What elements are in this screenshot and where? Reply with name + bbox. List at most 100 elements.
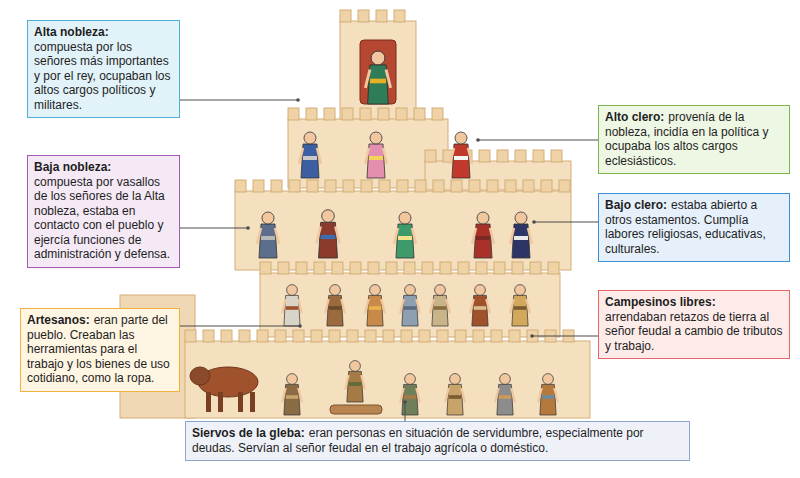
merlon: [476, 262, 487, 274]
merlon: [437, 330, 448, 342]
merlon: [433, 180, 444, 192]
person-figure: [510, 212, 532, 258]
merlon: [487, 180, 498, 192]
merlon: [455, 330, 466, 342]
ox: [190, 367, 258, 412]
leader-dot: [296, 98, 300, 102]
merlon: [361, 180, 372, 192]
merlon: [559, 180, 570, 192]
leader-line: [478, 140, 598, 141]
merlon: [368, 262, 379, 274]
merlon: [509, 330, 520, 342]
merlon: [512, 262, 523, 274]
merlon: [505, 180, 516, 192]
merlon: [404, 262, 415, 274]
callout-box: Bajo clero:estaba abierto a otros estame…: [598, 193, 790, 262]
leader-dot: [403, 400, 407, 404]
leader-dot: [530, 334, 534, 338]
person-figure: [400, 285, 420, 326]
merlon: [530, 262, 541, 274]
callout-box: Siervos de la gleba:eran personas en sit…: [185, 421, 690, 461]
leader-dot: [532, 220, 536, 224]
merlon: [479, 150, 490, 162]
merlon: [551, 150, 562, 162]
merlon: [376, 10, 387, 22]
merlon: [307, 180, 318, 192]
merlon: [221, 330, 232, 342]
merlon: [275, 330, 286, 342]
leader-dot: [476, 138, 480, 142]
merlon: [419, 330, 430, 342]
merlon: [365, 330, 376, 342]
callout-box: Campesinos libres:arrendaban retazos de …: [598, 290, 790, 359]
person-figure: [394, 212, 416, 258]
merlon: [329, 330, 340, 342]
merlon: [401, 330, 412, 342]
merlon: [293, 330, 304, 342]
merlon: [432, 108, 443, 120]
wall: [340, 21, 416, 120]
leader-line: [532, 336, 598, 337]
merlon: [541, 180, 552, 192]
merlon: [358, 10, 369, 22]
merlon: [473, 330, 484, 342]
box-heading: Alto clero:: [605, 110, 664, 124]
merlon: [415, 180, 426, 192]
person-figure: [282, 374, 302, 415]
merlon: [515, 150, 526, 162]
leader-line: [180, 228, 248, 229]
merlon: [360, 108, 371, 120]
merlon: [314, 262, 325, 274]
top-tower: [340, 10, 416, 120]
merlon: [440, 262, 451, 274]
merlon: [394, 10, 405, 22]
callout-box: Alta nobleza:compuesta por los señores m…: [27, 20, 180, 118]
person-figure: [400, 374, 420, 415]
person-figure: [365, 285, 385, 326]
leader-line: [405, 402, 406, 421]
box-body: arrendaban retazos de tierra al señor fe…: [605, 310, 782, 353]
merlon: [383, 330, 394, 342]
person-figure: [299, 132, 321, 178]
merlon: [271, 180, 282, 192]
merlon: [386, 262, 397, 274]
box-heading: Siervos de la gleba:: [192, 426, 305, 440]
merlon: [239, 330, 250, 342]
merlon: [422, 262, 433, 274]
merlon: [289, 180, 300, 192]
merlon: [311, 330, 322, 342]
merlon: [523, 180, 534, 192]
box-body: compuesta por vasallos de los señores de…: [34, 175, 170, 262]
leader-dot: [246, 226, 250, 230]
person-figure: [510, 285, 530, 326]
person-figure: [325, 285, 345, 326]
person-figure: [538, 374, 558, 415]
box-body: compuesta por los señores más importante…: [34, 40, 171, 112]
merlon: [260, 262, 271, 274]
person-figure: [495, 374, 515, 415]
person-figure: [365, 51, 390, 104]
merlon: [378, 108, 389, 120]
merlon: [350, 262, 361, 274]
box-heading: Campesinos libres:: [605, 295, 783, 310]
merlon: [257, 330, 268, 342]
callout-box: Baja nobleza:compuesta por vasallos de l…: [27, 155, 180, 268]
merlon: [494, 262, 505, 274]
person-figure: [365, 132, 387, 178]
merlon: [396, 108, 407, 120]
box-heading: Alta nobleza:: [34, 25, 173, 40]
box-heading: Baja nobleza:: [34, 160, 173, 175]
box-heading: Artesanos:: [27, 313, 90, 327]
merlon: [340, 10, 351, 22]
merlon: [414, 108, 425, 120]
merlon: [288, 108, 299, 120]
merlon: [278, 262, 289, 274]
merlon: [548, 262, 559, 274]
merlon: [203, 330, 214, 342]
merlon: [397, 180, 408, 192]
merlon: [533, 150, 544, 162]
second-tier: [288, 108, 448, 188]
person-figure: [450, 132, 472, 178]
merlon: [379, 180, 390, 192]
